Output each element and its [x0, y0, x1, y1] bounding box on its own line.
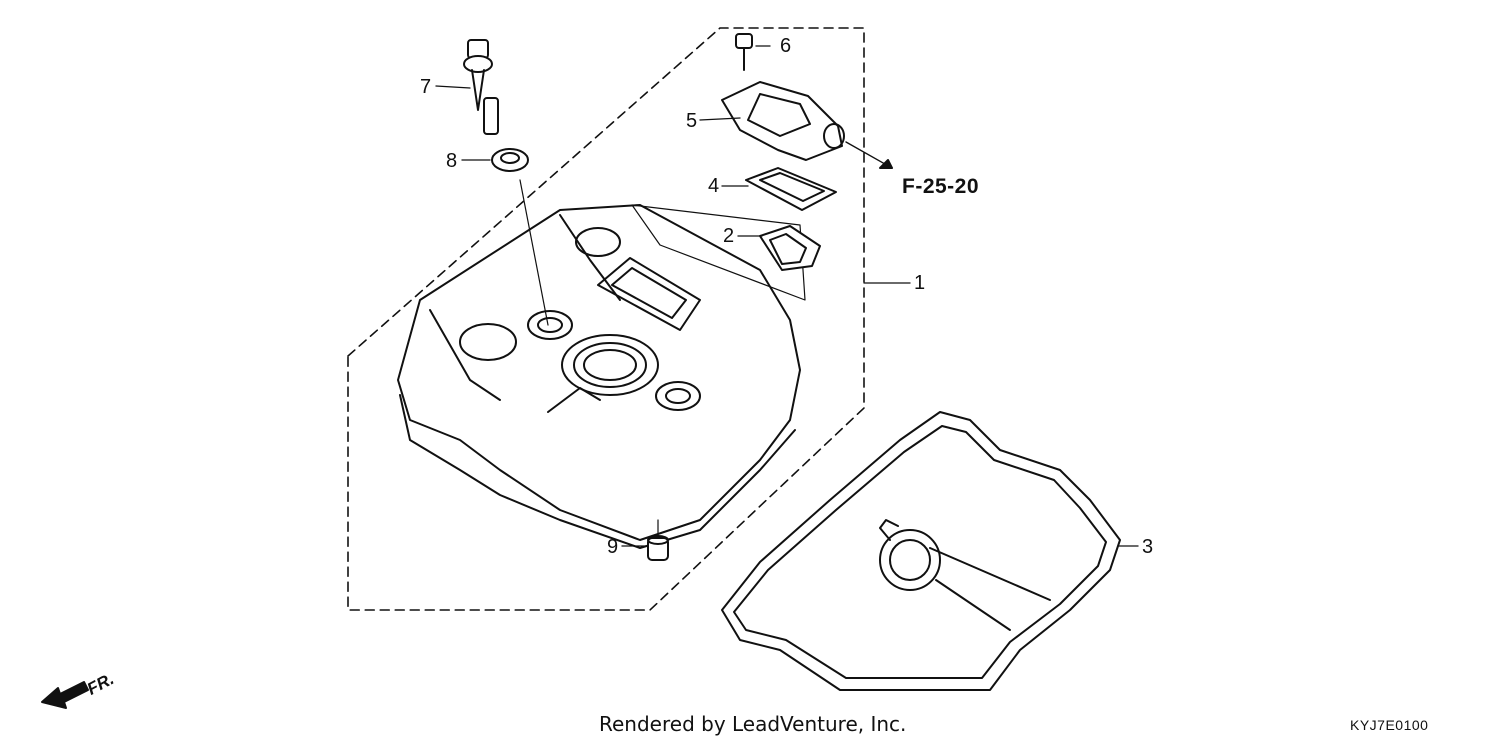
diagram-code: KYJ7E0100: [1350, 717, 1429, 733]
dowel-pin: [647, 535, 669, 561]
small-bolt: [735, 33, 753, 71]
separator-outline: [631, 204, 806, 301]
callout-1: 1: [914, 272, 926, 294]
front-arrow-icon: [41, 681, 89, 709]
reference-label: F-25-20: [902, 175, 980, 198]
callout-3: 3: [1142, 536, 1154, 558]
callout-5: 5: [686, 110, 698, 132]
breather-screen: [759, 225, 821, 271]
callout-4: 4: [708, 175, 720, 197]
flange-bolt: [463, 39, 499, 135]
callout-6: 6: [780, 35, 792, 57]
breather-gasket: [745, 167, 837, 211]
callout-9: 9: [607, 536, 619, 558]
callout-7: 7: [420, 76, 432, 98]
sealing-washer: [491, 148, 529, 172]
assembly-boundary: [347, 27, 865, 611]
cylinder-head-cover: [397, 204, 801, 549]
credit-text: Rendered by LeadVenture, Inc.: [599, 712, 907, 736]
head-cover-gasket: [721, 411, 1121, 691]
callout-8: 8: [446, 150, 458, 172]
callout-2: 2: [723, 225, 735, 247]
breather-cover: [721, 81, 845, 161]
